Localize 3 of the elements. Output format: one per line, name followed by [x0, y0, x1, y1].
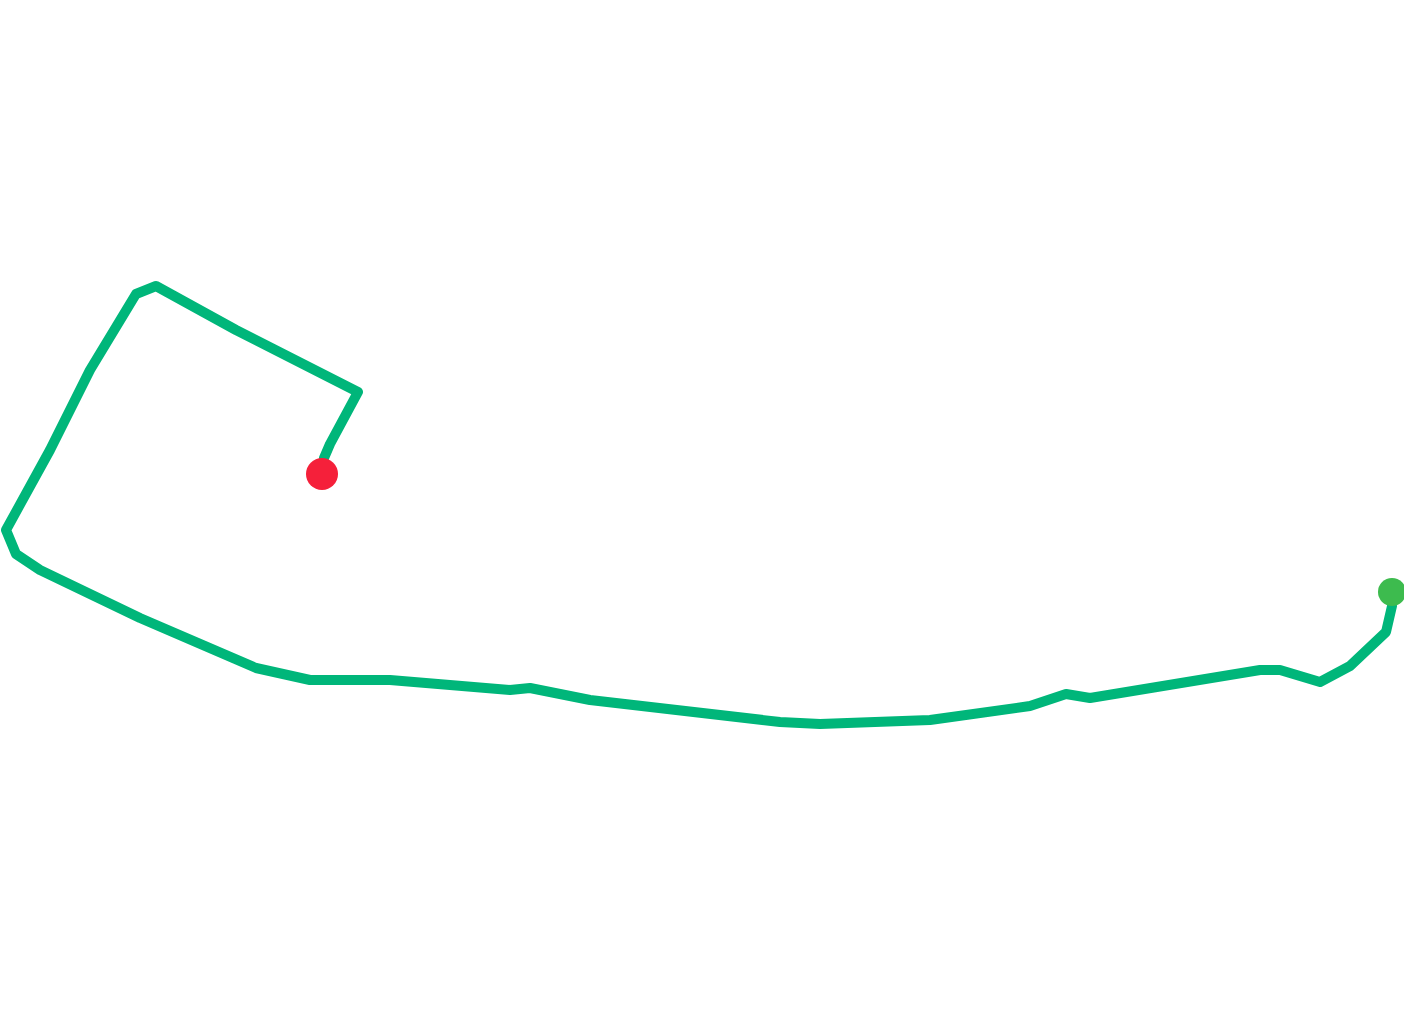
route-line	[1, 281, 1397, 729]
start-marker	[306, 458, 338, 490]
end-marker	[1378, 578, 1404, 606]
